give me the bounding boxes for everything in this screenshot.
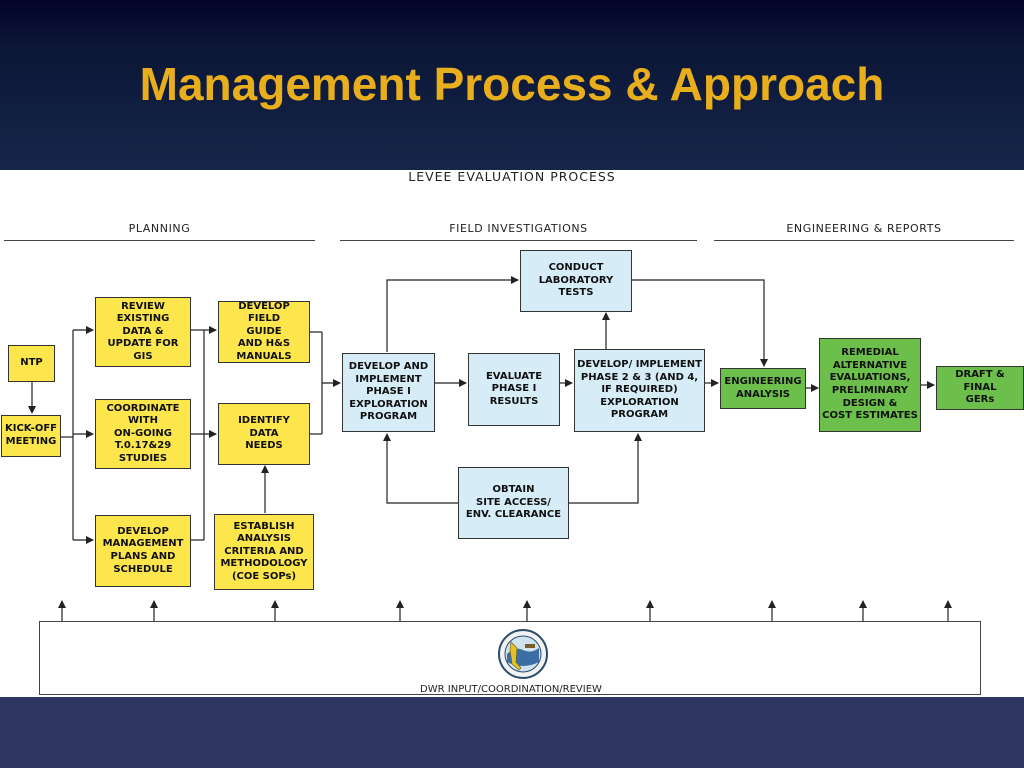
phase-planning-label: PLANNING	[128, 222, 191, 235]
box-phase2-exploration: DEVELOP/ IMPLEMENT PHASE 2 & 3 (AND 4, I…	[574, 349, 705, 432]
phase-engineering-label: ENGINEERING & REPORTS	[786, 222, 942, 235]
slide-title: Management Process & Approach	[139, 58, 885, 110]
box-establish-criteria: ESTABLISH ANALYSIS CRITERIA AND METHODOL…	[214, 514, 314, 590]
arrow-site-access-phase1	[383, 433, 458, 504]
box-develop-management-plans: DEVELOP MANAGEMENT PLANS AND SCHEDULE	[95, 515, 191, 587]
levee-evaluation-diagram: LEVEE EVALUATION PROCESS PLANNING FIELD …	[0, 170, 1024, 697]
dwr-seal-logo	[498, 629, 548, 679]
box-develop-field-guide: DEVELOP FIELD GUIDE AND H&S MANUALS	[218, 301, 310, 363]
box-ntp: NTP	[8, 345, 55, 382]
box-obtain-site-access: OBTAIN SITE ACCESS/ ENV. CLEARANCE	[458, 467, 569, 539]
box-review-existing-data: REVIEW EXISTING DATA & UPDATE FOR GIS	[95, 297, 191, 367]
slide-footer	[0, 697, 1024, 768]
process-title: LEVEE EVALUATION PROCESS	[408, 169, 616, 184]
phase-field-label: FIELD INVESTIGATIONS	[449, 222, 588, 235]
arrow-phase1-lab	[386, 276, 519, 352]
dwr-input-panel: DWR INPUT/COORDINATION/REVIEW	[39, 621, 981, 695]
phase-planning-rule	[4, 240, 315, 241]
box-identify-data-needs: IDENTIFY DATA NEEDS	[218, 403, 310, 465]
arrow-site-access-phase2	[568, 433, 642, 504]
box-kickoff-meeting: KICK-OFF MEETING	[1, 415, 61, 457]
box-engineering-analysis: ENGINEERING ANALYSIS	[720, 368, 806, 409]
arrow-lab-engineering	[632, 279, 768, 367]
slide-header: Management Process & Approach	[0, 0, 1024, 170]
box-draft-final-gers: DRAFT & FINAL GERs	[936, 366, 1024, 410]
dwr-input-label: DWR INPUT/COORDINATION/REVIEW	[420, 684, 602, 695]
box-phase1-exploration: DEVELOP AND IMPLEMENT PHASE I EXPLORATIO…	[342, 353, 435, 432]
phase-field-rule	[340, 240, 697, 241]
phase-engineering-rule	[714, 240, 1014, 241]
connectors	[28, 276, 952, 621]
box-coordinate-studies: COORDINATE WITH ON-GOING T.0.17&29 STUDI…	[95, 399, 191, 469]
box-conduct-lab-tests: CONDUCT LABORATORY TESTS	[520, 250, 632, 312]
box-evaluate-phase1: EVALUATE PHASE I RESULTS	[468, 353, 560, 426]
box-remedial-alternatives: REMEDIAL ALTERNATIVE EVALUATIONS, PRELIM…	[819, 338, 921, 432]
